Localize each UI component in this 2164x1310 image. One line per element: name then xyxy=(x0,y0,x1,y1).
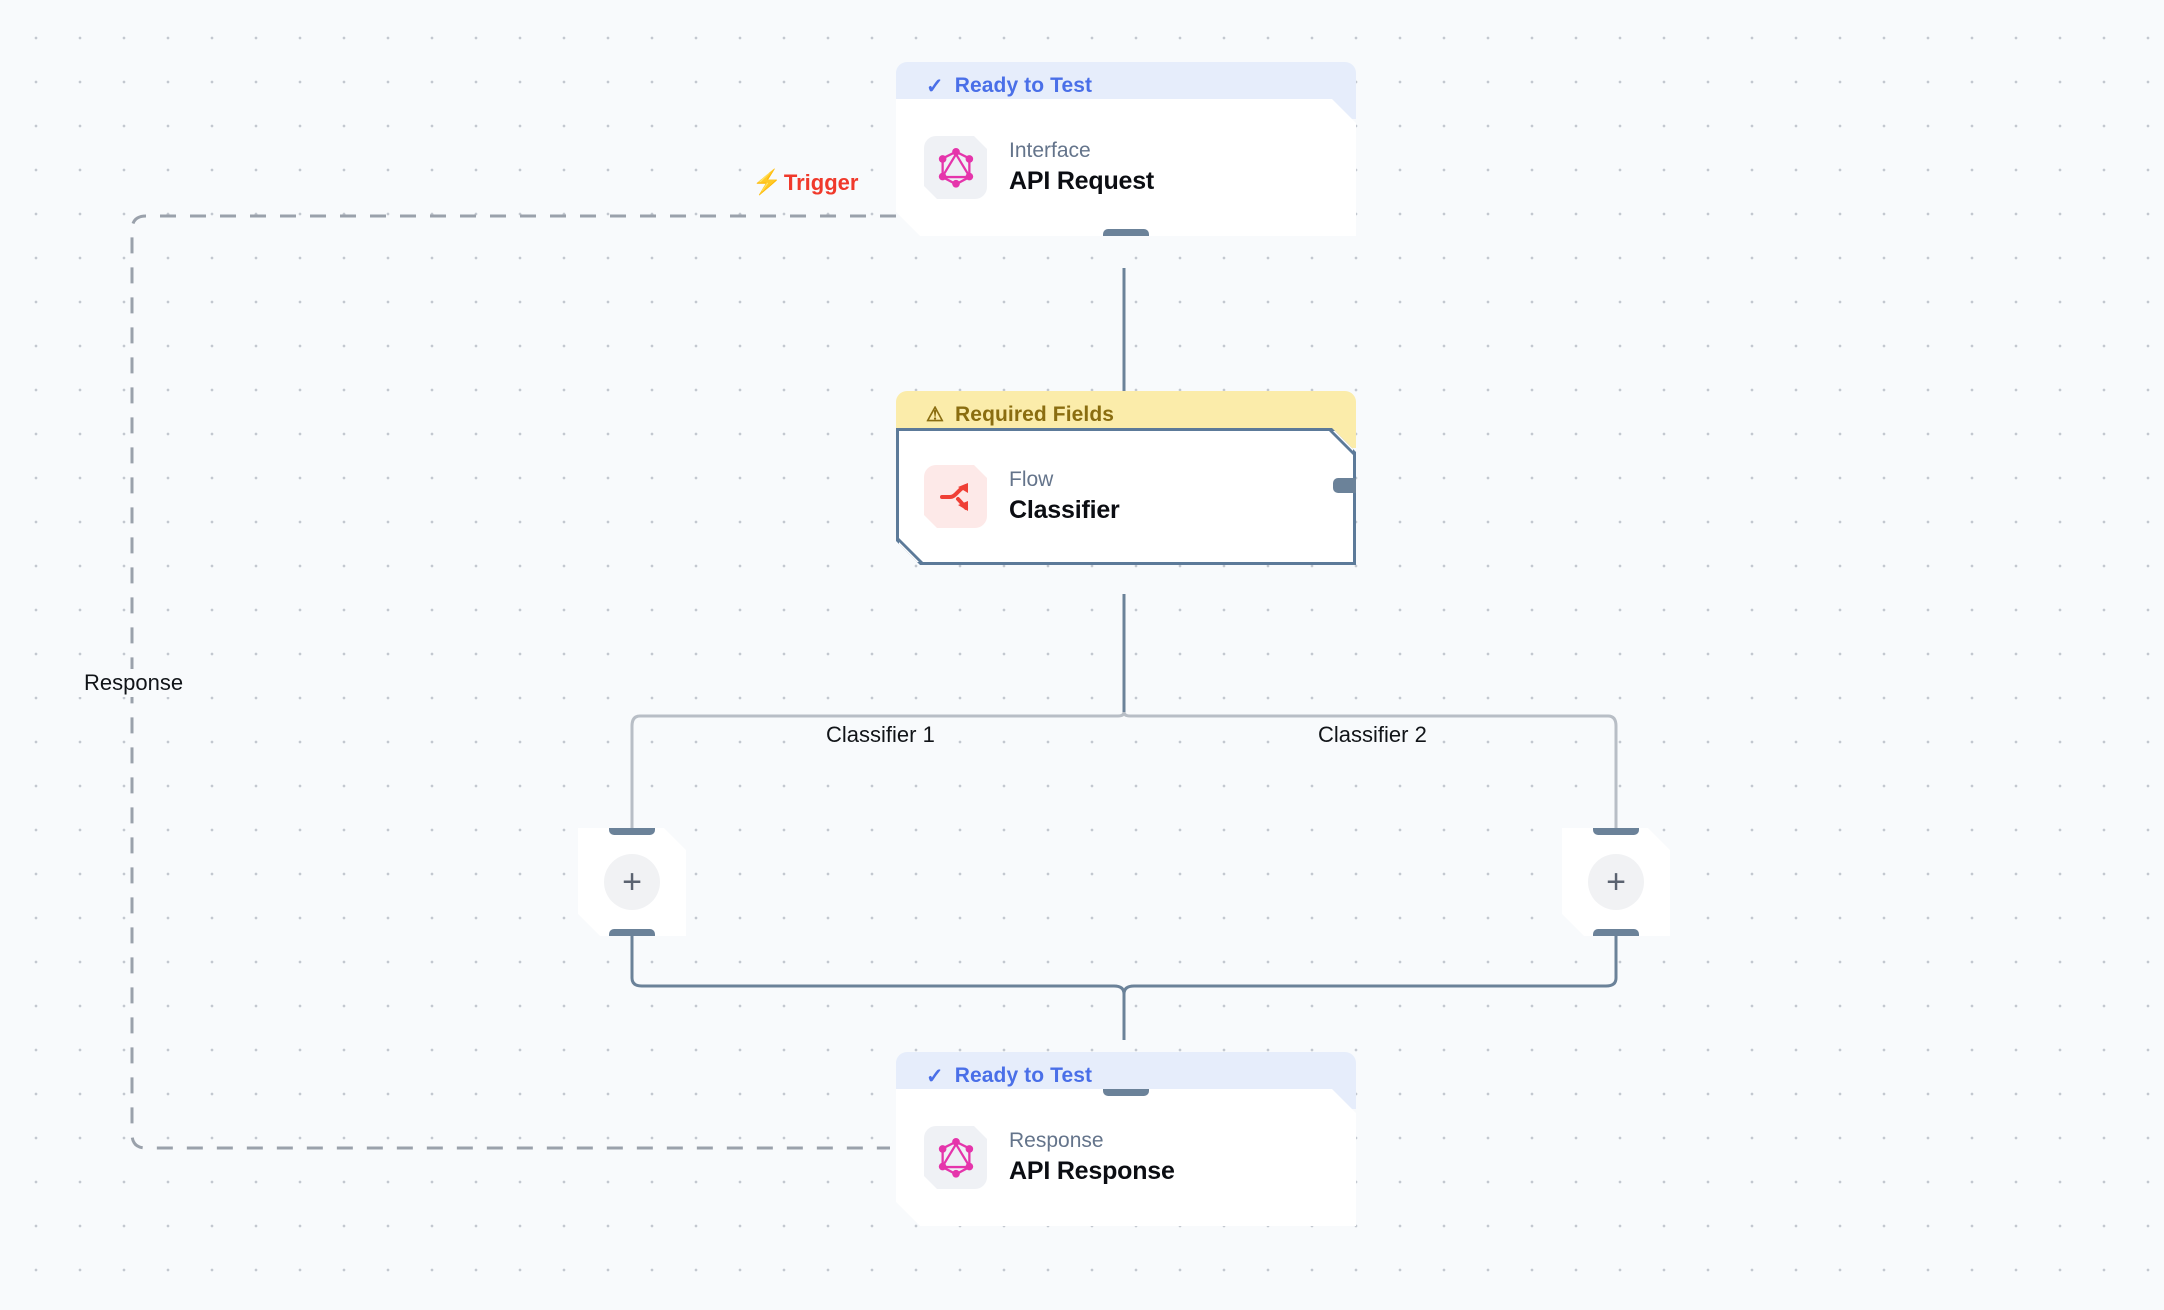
node-output-handle[interactable] xyxy=(1103,229,1149,244)
node-kind-label: Response xyxy=(1009,1129,1104,1153)
flow-split-icon xyxy=(924,465,987,528)
node-kind-label: Flow xyxy=(1009,468,1054,492)
branch-label-classifier-2: Classifier 2 xyxy=(1310,721,1435,749)
node-classifier[interactable]: ⚠ Required Fields Flow Classifier xyxy=(896,391,1356,565)
node-kind-label: Interface xyxy=(1009,139,1091,163)
status-badge-label: Required Fields xyxy=(955,403,1115,426)
check-icon: ✓ xyxy=(926,74,944,98)
status-badge-label: Ready to Test xyxy=(954,1064,1093,1087)
add-node-button-branch-2[interactable]: + xyxy=(1562,828,1670,936)
placeholder-output-handle[interactable] xyxy=(609,929,655,944)
node-title-label: API Request xyxy=(1009,167,1155,196)
graphql-icon xyxy=(924,1126,987,1189)
node-title-label: Classifier xyxy=(1009,496,1120,525)
response-label: Response xyxy=(76,669,192,697)
check-icon: ✓ xyxy=(926,1064,944,1088)
node-input-handle[interactable] xyxy=(1333,478,1379,493)
node-card-body[interactable]: Interface API Request xyxy=(896,99,1356,236)
placeholder-output-handle[interactable] xyxy=(1593,929,1639,944)
lightning-bolt-icon: ⚡ xyxy=(752,169,782,196)
node-text-block: Interface API Request xyxy=(1009,139,1154,196)
node-card-body[interactable]: Flow Classifier xyxy=(896,428,1356,565)
node-text-block: Flow Classifier xyxy=(1009,468,1120,525)
trigger-label-text: Trigger xyxy=(783,170,859,195)
placeholder-input-handle[interactable] xyxy=(1593,820,1639,835)
add-node-button-branch-1[interactable]: + xyxy=(578,828,686,936)
node-card-body[interactable]: Response API Response xyxy=(896,1089,1356,1226)
placeholder-input-handle[interactable] xyxy=(609,820,655,835)
plus-icon[interactable]: + xyxy=(1588,854,1644,910)
node-api-request[interactable]: ✓ Ready to Test xyxy=(896,62,1356,236)
node-api-response[interactable]: ✓ Ready to Test xyxy=(896,1052,1356,1226)
plus-icon[interactable]: + xyxy=(604,854,660,910)
graphql-icon xyxy=(924,136,987,199)
warning-triangle-icon: ⚠ xyxy=(926,404,945,426)
branch-label-classifier-1: Classifier 1 xyxy=(818,721,943,749)
status-badge-label: Ready to Test xyxy=(954,74,1093,97)
node-text-block: Response API Response xyxy=(1009,1129,1175,1186)
trigger-label: ⚡ Trigger xyxy=(744,168,867,198)
node-output-handle[interactable] xyxy=(1401,500,1447,515)
node-title-label: API Response xyxy=(1009,1157,1175,1186)
